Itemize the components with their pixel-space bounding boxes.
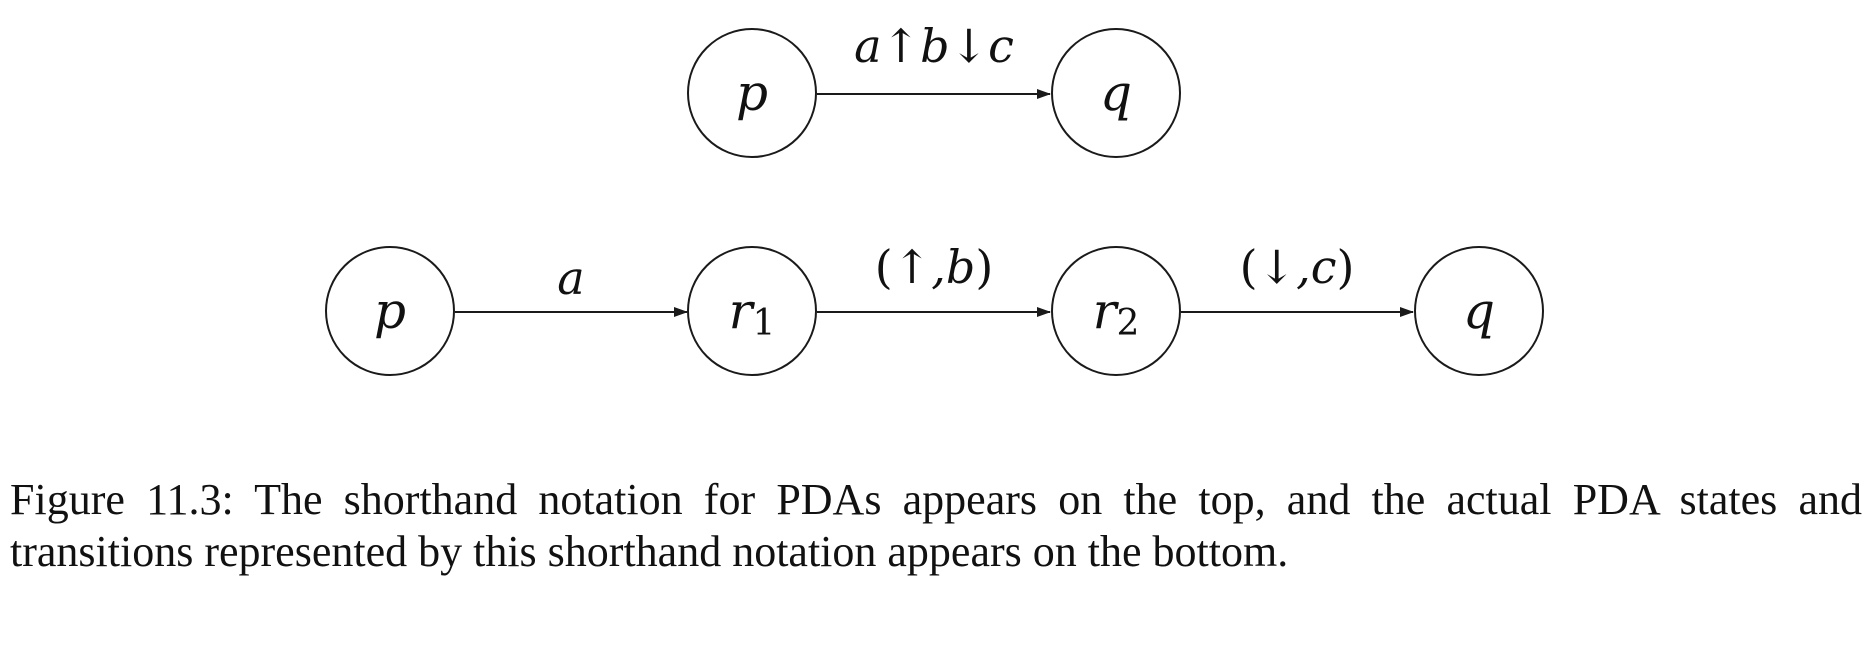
pda-diagram: p a↑b↓c q p a r1 (↑,b) r2 (↓,c): [325, 19, 1544, 376]
r1-subscript: 1: [753, 303, 776, 344]
push-symbol: c: [1311, 240, 1337, 294]
edge-r1-r2-label: (↑,b): [875, 240, 994, 294]
edge-p-r1-label: a: [557, 251, 584, 305]
bottom-state-r2-label: r2: [1093, 282, 1140, 344]
top-state-p-label: p: [736, 64, 768, 122]
push-arrow-icon: ↓: [1258, 240, 1297, 294]
figure-caption: Figure 11.3: The shorthand notation for …: [10, 475, 1862, 576]
shorthand-diagram: p a↑b↓c q: [687, 19, 1181, 158]
bottom-state-r2: r2: [1051, 246, 1181, 376]
r2-subscript: 2: [1117, 303, 1140, 344]
pop-arrow-icon: ↑: [882, 19, 921, 73]
top-push-symbol: c: [988, 19, 1014, 73]
top-transition-label: a↑b↓c: [854, 19, 1014, 73]
pop-arrow-icon: ↑: [893, 240, 932, 294]
top-state-q-label: q: [1100, 64, 1132, 122]
expanded-diagram: p a r1 (↑,b) r2 (↓,c) q: [325, 240, 1544, 376]
edge-r2-q-label: (↓,c): [1240, 240, 1355, 294]
bottom-state-q-label: q: [1463, 282, 1495, 340]
bottom-state-q: q: [1414, 246, 1544, 376]
pop-symbol: b: [946, 240, 975, 294]
bottom-state-r1-label: r1: [729, 282, 776, 344]
push-arrow-icon: ↓: [950, 19, 989, 73]
top-state-p: p: [687, 28, 817, 158]
bottom-state-r1: r1: [687, 246, 817, 376]
bottom-state-p: p: [325, 246, 455, 376]
top-input-symbol: a: [854, 19, 881, 73]
top-pop-symbol: b: [920, 19, 949, 73]
bottom-state-p-label: p: [374, 282, 406, 340]
top-state-q: q: [1051, 28, 1181, 158]
